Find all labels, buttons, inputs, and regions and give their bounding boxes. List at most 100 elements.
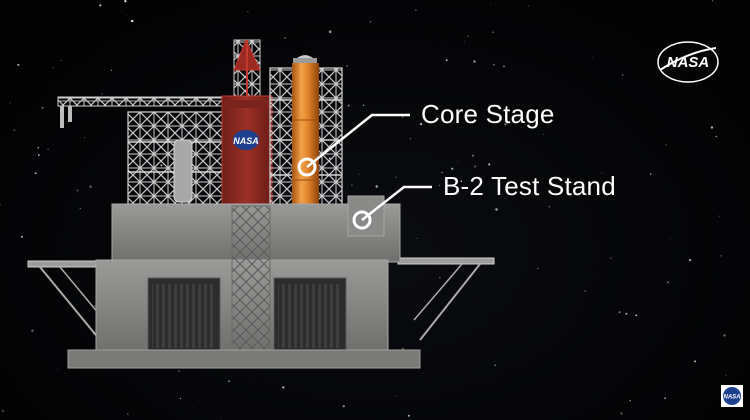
star	[9, 102, 11, 104]
building-nasa-logo: NASA	[233, 136, 259, 146]
star	[601, 172, 603, 174]
star	[720, 255, 722, 257]
core-stage-callout	[297, 113, 410, 177]
star	[664, 397, 666, 399]
star	[351, 184, 353, 186]
star	[548, 206, 550, 208]
star	[629, 399, 631, 402]
star	[375, 185, 378, 188]
star	[41, 106, 44, 109]
star	[503, 65, 505, 68]
star	[37, 154, 40, 156]
star	[130, 19, 134, 23]
star	[247, 11, 249, 13]
star	[441, 171, 443, 174]
star	[76, 189, 79, 192]
star	[584, 290, 586, 292]
star	[723, 334, 726, 337]
star	[37, 147, 39, 149]
star	[79, 207, 82, 210]
star	[31, 329, 34, 332]
star	[342, 405, 345, 408]
star	[488, 163, 491, 166]
star	[473, 60, 476, 63]
star	[34, 172, 37, 175]
star	[667, 281, 669, 283]
star	[0, 203, 1, 206]
star	[284, 37, 286, 39]
star	[362, 104, 365, 107]
star	[89, 185, 92, 188]
star	[460, 180, 463, 183]
red-building: NASA	[221, 95, 273, 209]
nasa-badge-text: NASA	[723, 395, 740, 401]
star	[472, 155, 474, 157]
star	[17, 63, 20, 66]
star	[670, 238, 672, 240]
star	[347, 104, 350, 107]
star	[490, 2, 492, 4]
star	[1, 409, 4, 412]
star	[57, 369, 59, 371]
star	[621, 74, 624, 76]
star	[451, 167, 454, 170]
star	[407, 414, 410, 417]
star	[346, 64, 348, 67]
star	[711, 0, 714, 2]
star	[84, 137, 85, 139]
star	[199, 401, 201, 403]
star	[689, 258, 692, 262]
nasa-logo-top-right: NASA	[657, 41, 719, 83]
left-service-tower	[127, 111, 225, 205]
star	[438, 184, 440, 186]
star	[504, 123, 507, 126]
star	[124, 0, 127, 3]
star	[13, 129, 16, 132]
star	[494, 364, 496, 366]
star	[537, 267, 539, 270]
star	[592, 56, 594, 58]
test-stand-callout	[352, 185, 432, 230]
star	[665, 144, 667, 146]
star	[409, 138, 411, 140]
star	[126, 15, 127, 17]
star	[710, 126, 714, 129]
star	[179, 397, 182, 400]
star	[20, 235, 24, 238]
star	[715, 135, 718, 138]
test-stand-label: B-2 Test Stand	[443, 171, 616, 201]
star	[369, 21, 372, 23]
star	[178, 370, 180, 373]
star	[445, 59, 448, 62]
star	[464, 41, 466, 43]
star	[495, 208, 498, 211]
star	[725, 374, 727, 376]
star	[438, 276, 441, 279]
b2-test-stand	[67, 195, 421, 369]
star	[47, 148, 49, 151]
star	[99, 4, 102, 7]
star	[101, 93, 103, 95]
star	[401, 347, 404, 351]
star	[474, 165, 477, 168]
core-stage-label: Core Stage	[421, 99, 555, 129]
star	[620, 412, 623, 415]
star	[543, 133, 545, 135]
star	[618, 311, 621, 313]
star	[228, 380, 231, 383]
star	[527, 5, 529, 7]
star	[401, 116, 404, 118]
star	[328, 30, 332, 33]
star	[457, 160, 459, 162]
star	[395, 176, 397, 178]
star	[415, 9, 417, 11]
star	[635, 314, 638, 317]
star	[719, 215, 721, 217]
star	[610, 257, 612, 259]
star	[493, 63, 496, 66]
nasa-wordmark: NASA	[667, 54, 710, 71]
star	[110, 69, 113, 71]
star	[60, 59, 62, 61]
nasa-badge-bottom-right: NASA	[721, 385, 743, 407]
